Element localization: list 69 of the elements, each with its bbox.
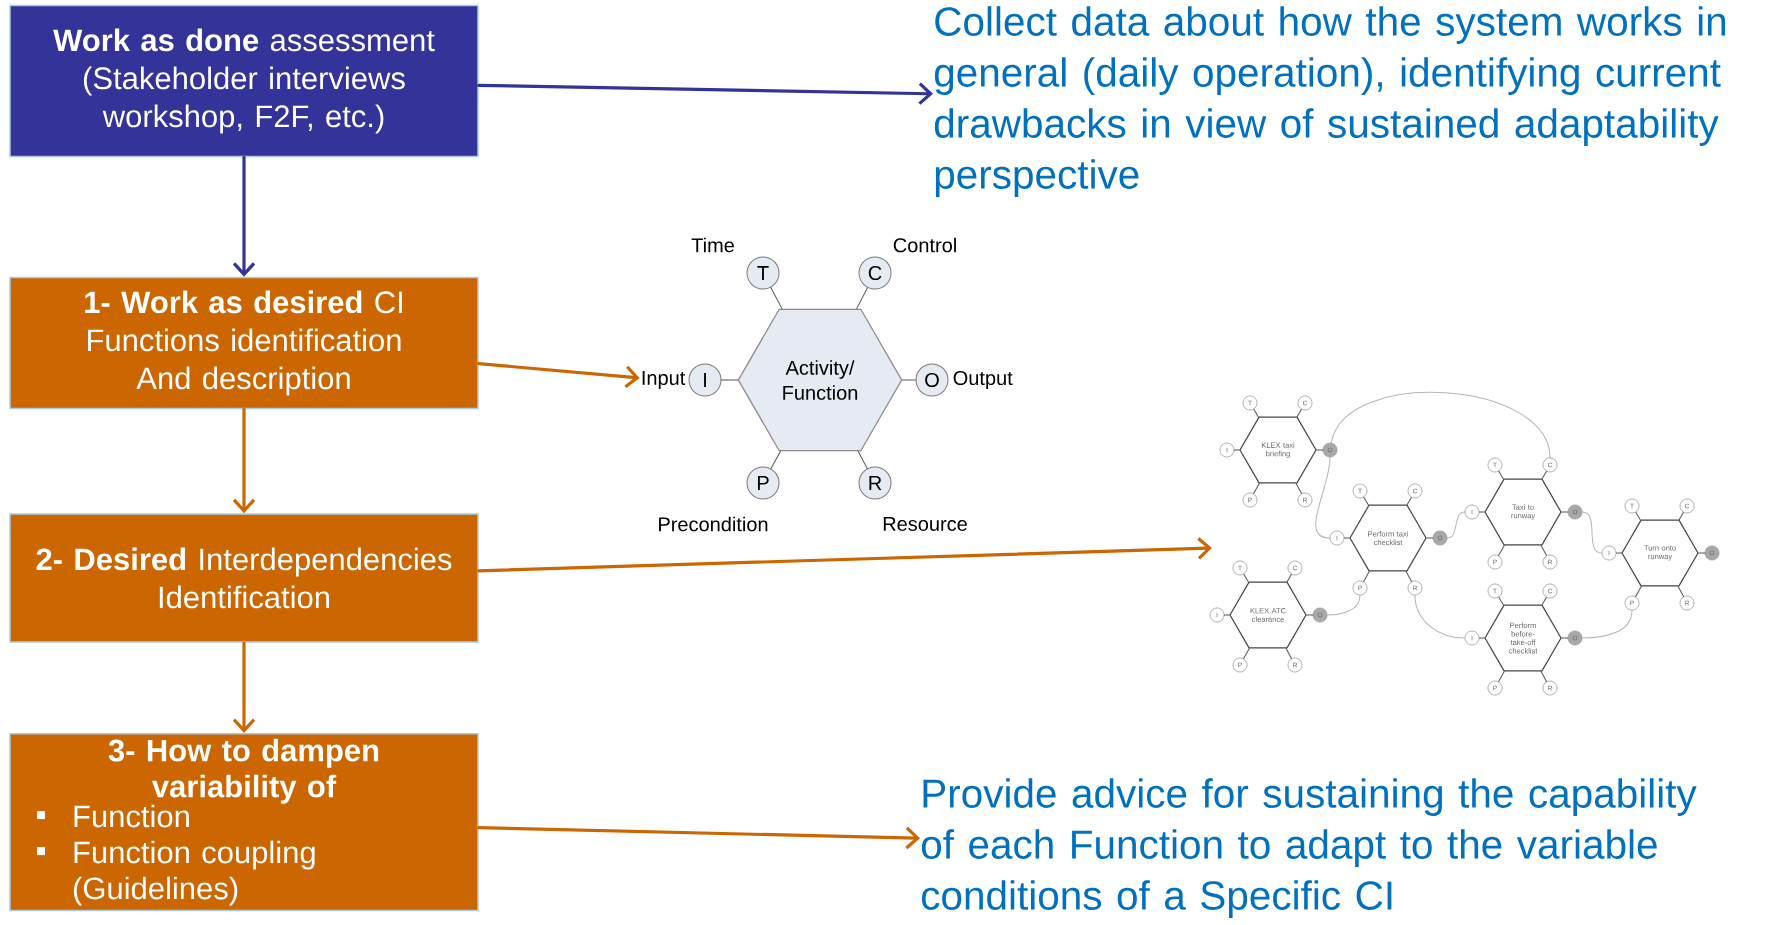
connector-line (1233, 449, 1240, 451)
connector-line (1581, 511, 1603, 554)
connector-line (1561, 637, 1569, 639)
connector-line (1243, 648, 1250, 660)
connector-line (721, 379, 739, 381)
connector-line (1426, 537, 1434, 539)
aspect-label: Output (953, 370, 1013, 390)
connector-line (1561, 511, 1569, 513)
connector-line (1405, 571, 1412, 582)
process-box: Work as done assessment (Stakeholder interviews workshop, F2F, etc.) (9, 4, 479, 158)
connector-line (1478, 511, 1485, 513)
connector-line (1315, 456, 1331, 539)
connector-line (1330, 392, 1551, 459)
connector-line (1498, 671, 1505, 683)
connector-line (1635, 586, 1642, 598)
arrow (477, 826, 920, 850)
process-box: 1- Work as desired CI Functions identification And description (9, 276, 479, 410)
connector-line (1295, 483, 1302, 494)
connector-line (1678, 511, 1684, 520)
connector-line (1326, 594, 1361, 616)
connector-line (1581, 609, 1633, 639)
process-box: 3- How to dampen variability of Function Function coupling (Guidelines) (9, 733, 479, 912)
aspect-label: Control (893, 237, 956, 253)
arrow (477, 537, 1212, 573)
connector-line (1406, 496, 1412, 505)
connector-line (770, 287, 783, 310)
connector-line (1363, 496, 1369, 506)
connector-line (1363, 571, 1370, 583)
connector-line (1316, 449, 1324, 451)
connector-line (1498, 545, 1505, 557)
connector-line (1223, 614, 1230, 616)
connector-line (1446, 511, 1466, 539)
connector-line (1498, 596, 1504, 606)
arrow (477, 362, 640, 388)
connector-line (856, 287, 868, 310)
connector-line (1698, 552, 1706, 554)
connector-line (1635, 511, 1641, 521)
connector-line (770, 450, 781, 470)
aspect-label: Resource (883, 517, 967, 531)
aspect-label: Time (691, 237, 734, 253)
description-text: Collect data about how the system works in general (daily operation), identifying current drawbacks in view of sustained adaptability perspective (934, 6, 1726, 197)
connector-line (1253, 483, 1260, 495)
connector-line (1243, 573, 1249, 583)
connector-line (1478, 637, 1485, 639)
process-box: 2- Desired Interdependencies Identification (9, 513, 479, 643)
connector-line (1541, 470, 1547, 479)
connector-line (1540, 545, 1547, 556)
aspect-label: Precondition (659, 516, 768, 532)
connector-line (1540, 671, 1547, 682)
connector-line (1498, 470, 1504, 480)
connector-line (1253, 408, 1259, 418)
connector-line (1306, 614, 1314, 616)
arrow (232, 407, 256, 514)
arrow (232, 155, 256, 277)
connector-line (1541, 596, 1547, 605)
connector-line (1286, 573, 1292, 582)
connector-line (1296, 408, 1302, 417)
connector-line (1615, 552, 1622, 554)
connector-line (1414, 594, 1466, 639)
function-hexagon: Activity/ Function (737, 308, 903, 452)
connector-line (1285, 648, 1292, 659)
connector-line (1677, 586, 1684, 597)
connector-line (857, 450, 868, 469)
aspect-label: Input (642, 371, 686, 389)
arrow (477, 82, 933, 105)
description-text: Provide advice for sustaining the capability of each Function to adapt to the variable conditions of a Specific CI (921, 778, 1697, 918)
connector-line (1343, 537, 1350, 539)
connector-line (901, 379, 916, 381)
arrow (232, 641, 256, 733)
